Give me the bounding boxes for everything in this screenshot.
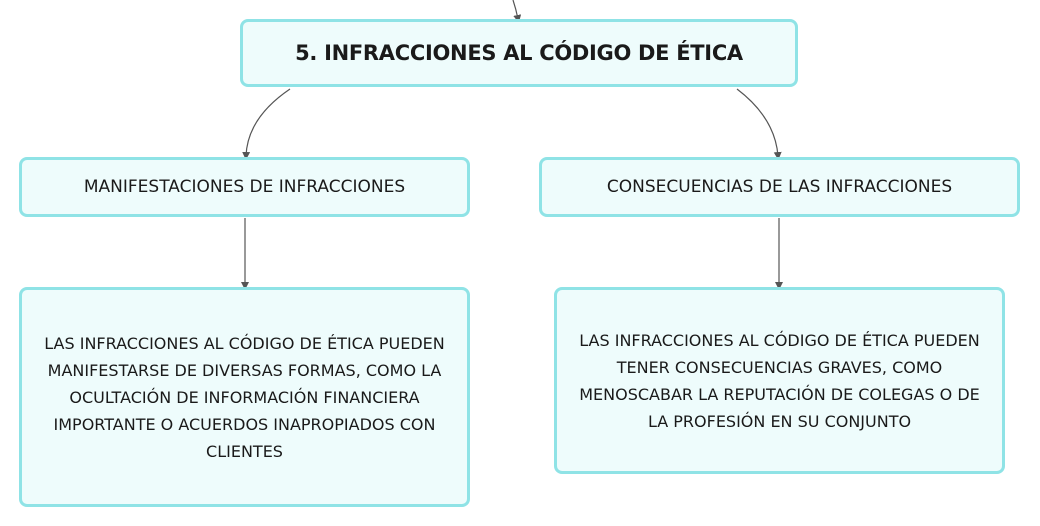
connector-root-to-manifestaciones <box>242 88 291 160</box>
branch-node-consecuencias[interactable]: CONSECUENCIAS DE LAS INFRACCIONES <box>539 157 1020 217</box>
root-topic-label: 5. INFRACCIONES AL CÓDIGO DE ÉTICA <box>295 41 743 65</box>
connector-root-to-consecuencias <box>736 88 782 160</box>
detail-node-consecuencias[interactable]: LAS INFRACCIONES AL CÓDIGO DE ÉTICA PUED… <box>554 287 1005 474</box>
detail-node-manifestaciones[interactable]: LAS INFRACCIONES AL CÓDIGO DE ÉTICA PUED… <box>19 287 470 507</box>
root-topic-node[interactable]: 5. INFRACCIONES AL CÓDIGO DE ÉTICA <box>240 19 798 87</box>
detail-text-manifestaciones: LAS INFRACCIONES AL CÓDIGO DE ÉTICA PUED… <box>44 333 445 461</box>
branch-label-manifestaciones: MANIFESTACIONES DE INFRACCIONES <box>83 177 406 197</box>
connector-parent-to-root <box>512 0 522 23</box>
detail-text-consecuencias: LAS INFRACCIONES AL CÓDIGO DE ÉTICA PUED… <box>579 330 980 431</box>
branch-node-manifestaciones[interactable]: MANIFESTACIONES DE INFRACCIONES <box>19 157 470 217</box>
branch-label-consecuencias: CONSECUENCIAS DE LAS INFRACCIONES <box>606 177 953 197</box>
